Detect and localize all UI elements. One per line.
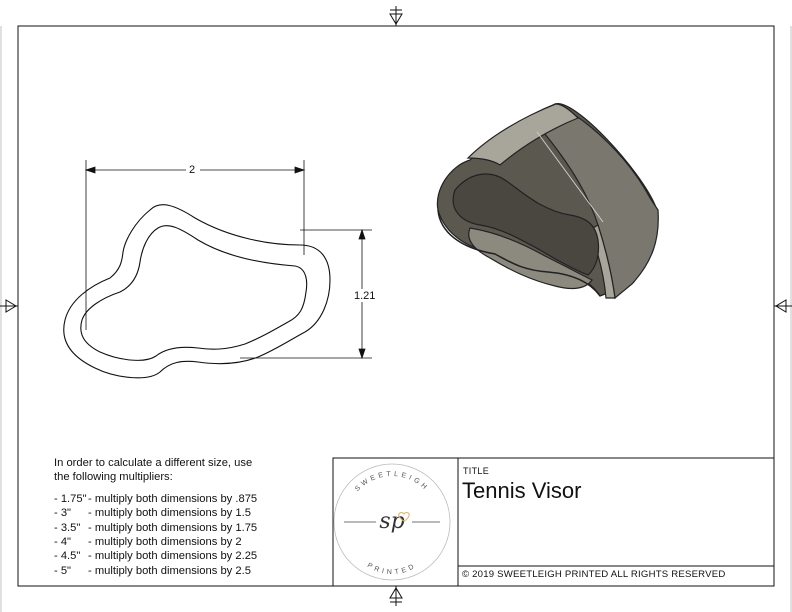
notes-row-text: - multiply both dimensions by 1.5 <box>88 507 251 520</box>
notes-row: - 4.5" - multiply both dimensions by 2.25 <box>54 549 257 563</box>
logo-ring <box>333 463 451 581</box>
notes-intro-line1: In order to calculate a different size, … <box>54 457 253 469</box>
drawing-title: Tennis Visor <box>462 478 582 503</box>
outline-inner <box>80 225 308 361</box>
notes-row-text: - multiply both dimensions by 2.5 <box>88 564 251 577</box>
heart-icon <box>398 512 410 522</box>
notes-row-text: - multiply both dimensions by 1.75 <box>88 521 258 534</box>
model-rim-top <box>466 103 580 166</box>
model-side-face <box>539 103 659 300</box>
notes-row-size: - 3" <box>54 507 72 520</box>
notes-row-size: - 5" <box>54 564 72 577</box>
notes-intro-line2: the following multipliers: <box>54 471 173 484</box>
notes-row: - 1.75"- multiply both dimensions by .87… <box>54 492 257 506</box>
model-lip <box>437 209 601 297</box>
notes-row-text: - multiply both dimensions by 2 <box>88 536 242 549</box>
center-mark-right <box>774 299 792 313</box>
cutter-3d-view <box>436 103 659 300</box>
logo-top-text: SWEETLEIGH <box>354 471 430 493</box>
notes-row-text: - multiply both dimensions by 2.25 <box>88 550 258 563</box>
title-block-label: TITLE <box>463 466 490 476</box>
center-mark-bottom <box>389 586 403 606</box>
title-block-frame <box>332 457 775 587</box>
sweetleigh-logo: SWEETLEIGH PRINTED sp <box>333 463 451 581</box>
size-multiplier-notes: In order to calculate a different size, … <box>54 456 257 578</box>
cutter-outline-2d <box>63 204 331 379</box>
center-mark-left <box>0 299 18 313</box>
notes-row: - 4" - multiply both dimensions by 2 <box>54 535 257 549</box>
copyright-notice: © 2019 SWEETLEIGH PRINTED ALL RIGHTS RES… <box>462 569 726 580</box>
notes-row-size: - 1.75" <box>54 492 87 505</box>
model-inner-cavity <box>452 173 600 276</box>
notes-row-size: - 3.5" <box>54 521 81 534</box>
logo-bottom-text: PRINTED <box>366 562 418 576</box>
center-mark-top <box>389 6 403 26</box>
notes-row: - 3" - multiply both dimensions by 1.5 <box>54 506 257 520</box>
title-block <box>332 457 775 587</box>
outline-outer <box>63 204 331 379</box>
dimension-width <box>84 160 306 330</box>
dimension-width-text: 2 <box>187 164 198 176</box>
notes-row-size: - 4.5" <box>54 550 81 563</box>
model-seam <box>536 131 604 223</box>
notes-row: - 3.5" - multiply both dimensions by 1.75 <box>54 521 257 535</box>
notes-row: - 5" - multiply both dimensions by 2.5 <box>54 564 257 578</box>
notes-row-size: - 4" <box>54 536 72 549</box>
notes-row-text: - multiply both dimensions by .875 <box>88 492 258 505</box>
dimension-height-text: 1.21 <box>352 290 378 302</box>
